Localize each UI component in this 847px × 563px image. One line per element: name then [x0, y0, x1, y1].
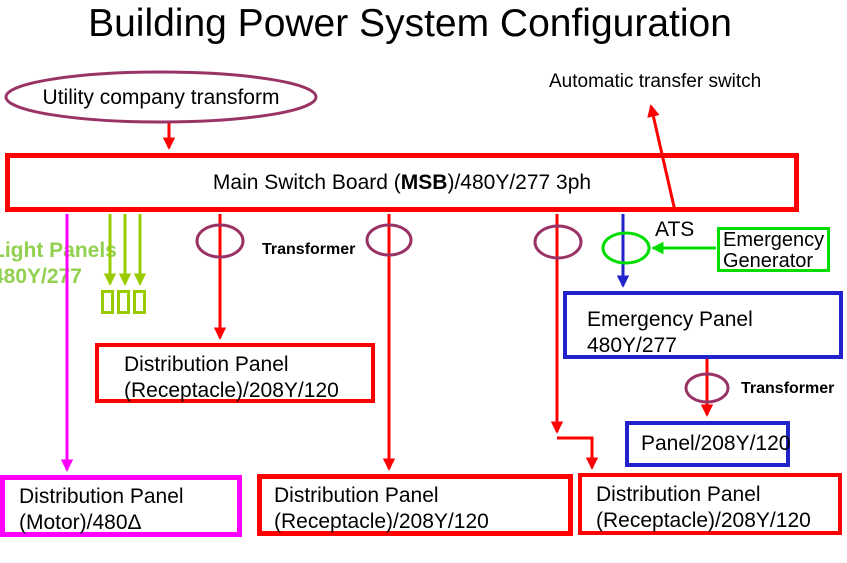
light-panels-label: Light Panels 480Y/277: [0, 239, 117, 288]
main-switch-board-box: Main Switch Board (MSB)/480Y/277 3ph: [5, 153, 799, 212]
distribution-panel-receptacle-upper-box: Distribution Panel (Receptacle)/208Y/120: [95, 343, 375, 403]
transformer-symbol-1: [195, 223, 245, 259]
transformer-label-main: Transformer: [262, 241, 356, 258]
distribution-panel-motor-box: Distribution Panel (Motor)/480Δ: [0, 475, 242, 537]
transformer-symbol-emergency: [684, 372, 730, 404]
utility-transformer-label: Utility company transform: [42, 85, 280, 109]
emergency-panel-box: Emergency Panel 480Y/277: [563, 291, 843, 359]
msb-label: Main Switch Board (MSB)/480Y/277 3ph: [212, 170, 592, 194]
panel-208-box: Panel/208Y/120: [625, 421, 790, 467]
distribution-panel-receptacle-right-box: Distribution Panel (Receptacle)/208Y/120: [578, 473, 842, 535]
transformer-label-emergency: Transformer: [741, 380, 835, 397]
ats-label: ATS: [655, 218, 695, 241]
light-panel-symbol-2: [117, 290, 130, 314]
emergency-generator-box: Emergency Generator: [717, 227, 830, 272]
connector-elbow-to-receptacle-right: [557, 436, 599, 470]
light-panel-symbol-3: [133, 290, 146, 314]
transformer-symbol-2: [365, 223, 413, 257]
light-panel-symbol-1: [101, 290, 114, 314]
distribution-panel-receptacle-middle-box: Distribution Panel (Receptacle)/208Y/120: [257, 474, 573, 536]
ats-switch-symbol: [601, 231, 651, 265]
page-title: Building Power System Configuration: [88, 2, 732, 45]
transformer-symbol-3: [533, 224, 583, 260]
automatic-transfer-switch-label: Automatic transfer switch: [549, 71, 762, 92]
